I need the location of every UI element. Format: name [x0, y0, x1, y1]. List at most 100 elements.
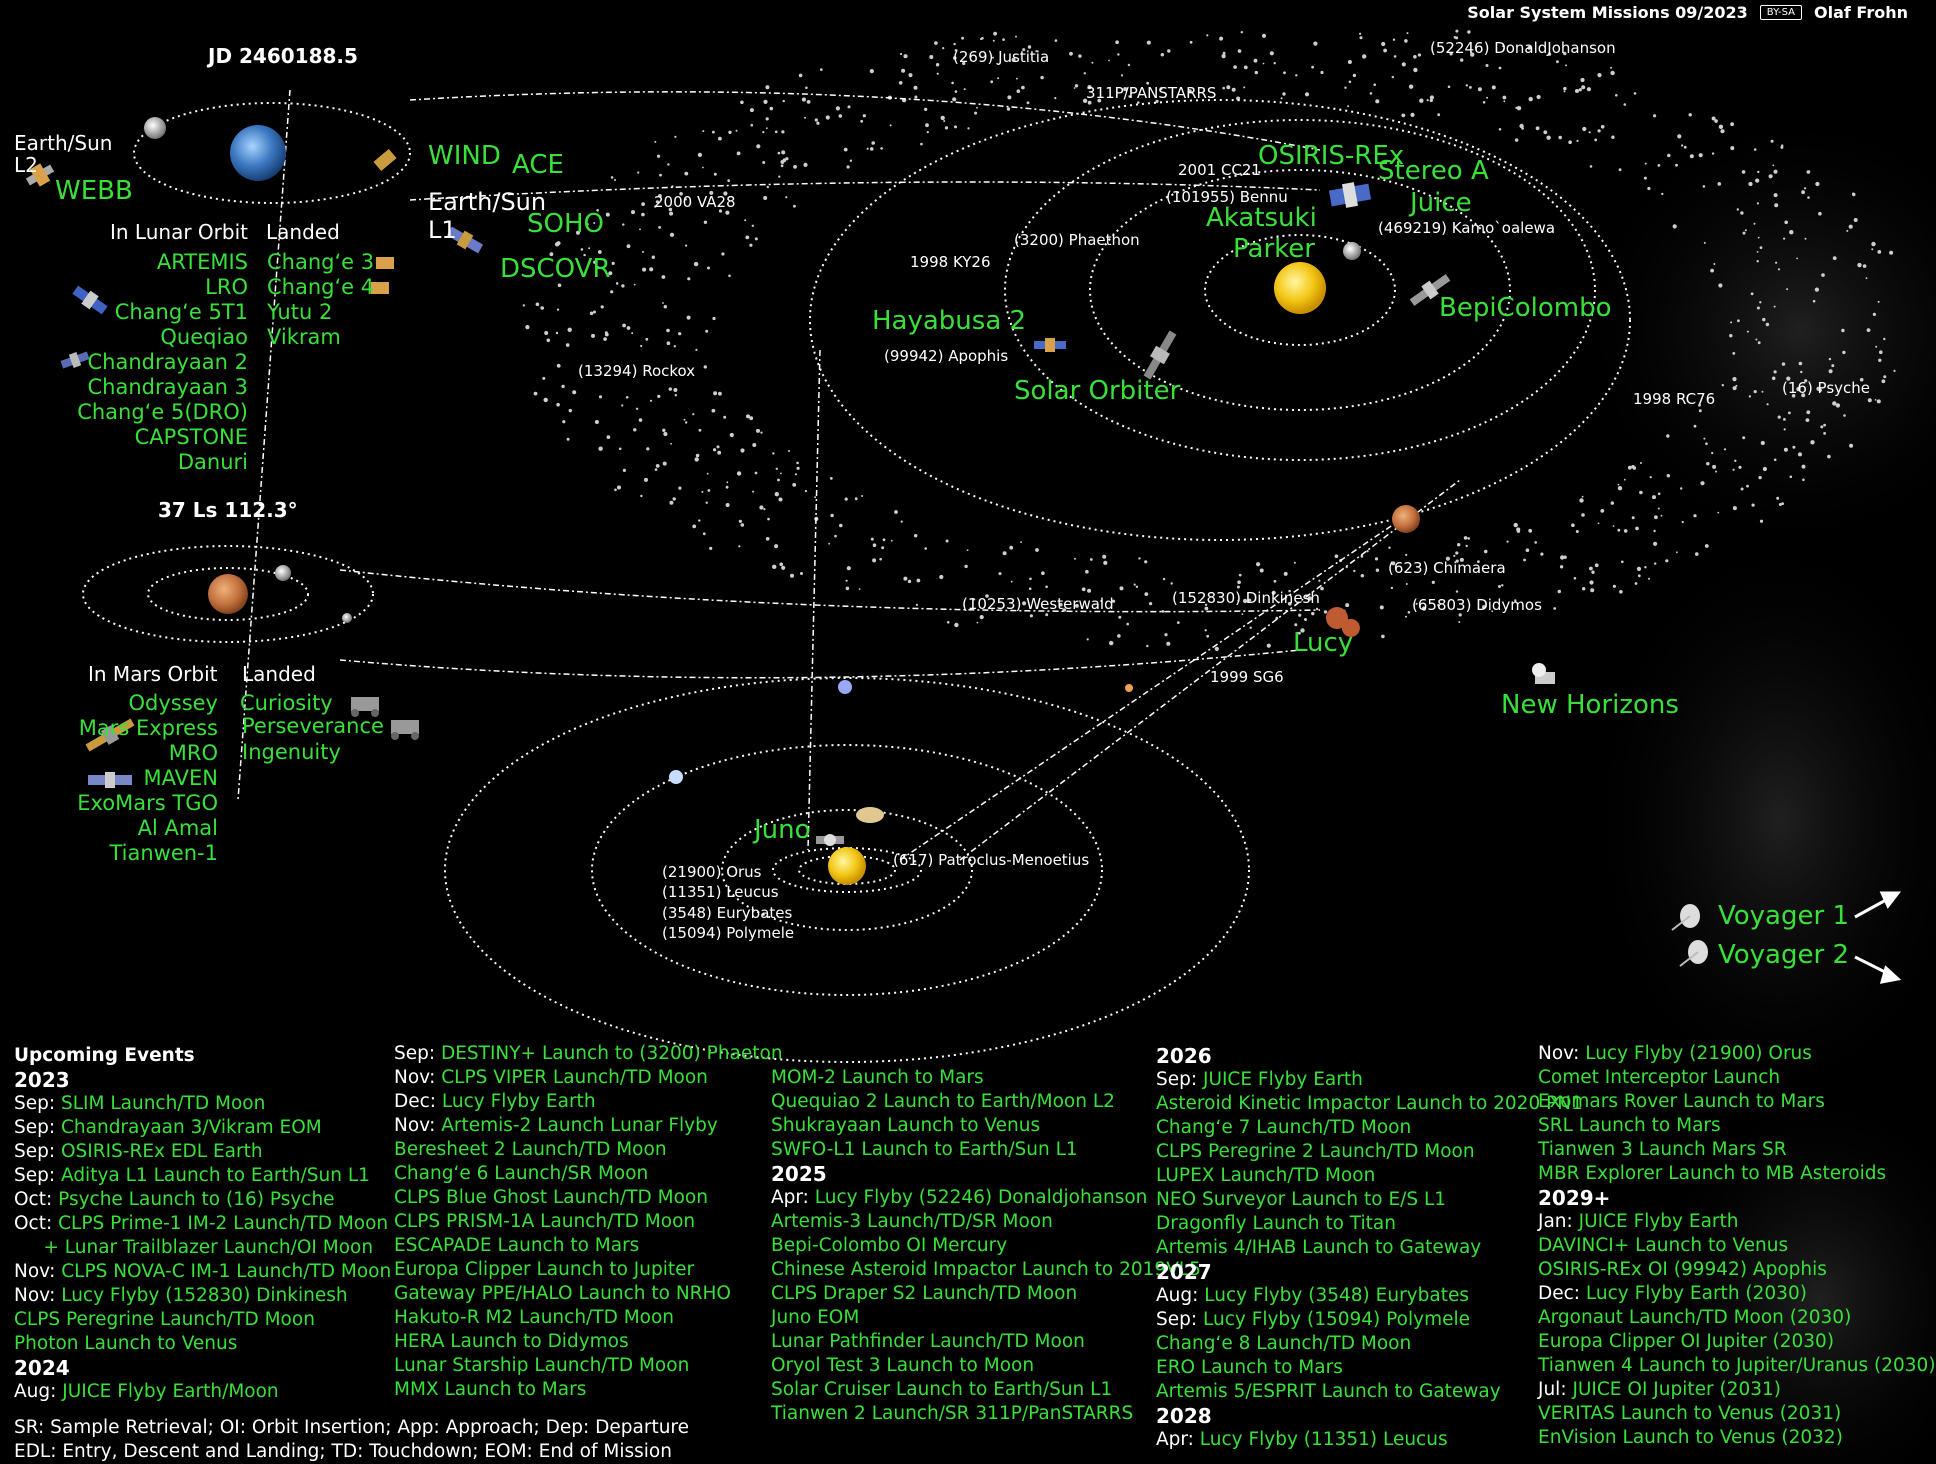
asteroid-dot — [692, 524, 697, 529]
asteroid-label: 1999 SG6 — [1210, 668, 1284, 686]
hayabusa-2-label: Hayabusa 2 — [872, 306, 1027, 336]
asteroid-dot — [1862, 264, 1867, 268]
asteroid-dot — [1636, 566, 1642, 572]
asteroid-dot — [1848, 224, 1853, 229]
asteroid-dot — [1206, 634, 1210, 638]
asteroid-dot — [1810, 440, 1815, 445]
asteroid-dot — [860, 119, 864, 123]
asteroid-dot — [1732, 468, 1735, 471]
asteroid-dot — [1653, 529, 1656, 533]
asteroid-dot — [556, 241, 561, 246]
asteroid-dot — [1463, 536, 1468, 540]
asteroid-dot — [684, 198, 687, 201]
asteroid-dot — [1243, 86, 1246, 89]
asteroid-dot — [1578, 88, 1582, 92]
asteroid-dot — [1783, 447, 1788, 452]
asteroid-dot — [1222, 51, 1226, 55]
asteroid-dot — [749, 243, 753, 247]
asteroid-dot — [1775, 261, 1778, 264]
earth-orbit — [1004, 119, 1596, 461]
event-line: Lunar Starship Launch/TD Moon — [394, 1354, 783, 1378]
event-text: Chang‘e 7 Launch/TD Moon — [1156, 1117, 1412, 1138]
asteroid-dot — [657, 394, 661, 398]
asteroid-dot — [1237, 599, 1240, 602]
asteroid-dot — [589, 311, 594, 316]
event-line: Sep: Lucy Flyby (15094) Polymele — [1156, 1308, 1583, 1332]
asteroid-dot — [1546, 135, 1551, 140]
asteroid-dot — [839, 523, 843, 528]
asteroid-dot — [533, 391, 538, 396]
asteroid-dot — [847, 105, 851, 109]
event-line: Sep: Chandrayaan 3/Vikram EOM — [14, 1116, 391, 1140]
asteroid-dot — [1022, 48, 1026, 52]
asteroid-dot — [1703, 437, 1706, 440]
map-header: Solar System Missions 09/2023 BY-SA Olaf… — [1467, 3, 1908, 22]
asteroid-dot — [814, 496, 817, 499]
asteroid-dot — [1857, 262, 1862, 268]
asteroid-dot — [1298, 631, 1301, 635]
asteroid-dot — [618, 447, 622, 451]
asteroid-dot — [966, 549, 969, 551]
asteroid-dot — [1437, 113, 1441, 117]
asteroid-dot — [1221, 54, 1226, 59]
event-line: OSIRIS-REx OI (99942) Apophis — [1538, 1258, 1936, 1282]
asteroid-dot — [1647, 186, 1651, 191]
asteroid-dot — [606, 435, 611, 439]
webb-craft-icon — [25, 163, 55, 187]
asteroid-dot — [603, 337, 607, 341]
asteroid-dot — [952, 97, 957, 102]
asteroid-dot — [1597, 129, 1601, 133]
asteroid-dot — [1689, 154, 1694, 159]
juice-label: Juice — [1410, 188, 1472, 218]
asteroid-dot — [825, 115, 830, 120]
asteroid-dot — [1879, 350, 1883, 355]
asteroid-dot — [1746, 330, 1749, 333]
asteroid-label: (52246) DonaldJohanson — [1430, 39, 1616, 57]
asteroid-dot — [614, 488, 617, 492]
event-text: Sep: — [14, 1093, 61, 1114]
chandrayaan-3-label: Chandrayaan 3 — [87, 375, 249, 399]
asteroid-dot — [1282, 92, 1286, 96]
asteroid-dot — [1761, 390, 1764, 393]
uranus-marker — [669, 770, 683, 784]
voyager-1-label: Voyager 1 — [1718, 901, 1849, 931]
asteroid-dot — [1777, 415, 1781, 419]
asteroid-dot — [1766, 403, 1769, 406]
event-text: Chang‘e 8 Launch/TD Moon — [1156, 1333, 1412, 1354]
asteroid-dot — [1723, 448, 1727, 451]
asteroid-dot — [870, 537, 874, 541]
asteroid-dot — [1791, 394, 1796, 398]
asteroid-dot — [640, 344, 643, 348]
asteroid-dot — [1871, 248, 1874, 251]
asteroid-dot — [976, 621, 979, 624]
asteroid-dot — [1757, 341, 1761, 345]
event-text: Apr: — [1156, 1429, 1200, 1450]
asteroid-dot — [646, 447, 650, 451]
asteroid-dot — [1108, 59, 1110, 62]
asteroid-dot — [1375, 568, 1380, 572]
wind-craft-icon — [373, 148, 397, 172]
asteroid-dot — [1588, 131, 1591, 134]
asteroid-dot — [1657, 492, 1661, 496]
panel-orbits — [82, 102, 411, 643]
asteroid-dot — [845, 586, 850, 591]
mars-orbit-heading: In Mars Orbit — [88, 662, 218, 686]
earth-globe — [230, 125, 286, 181]
asteroid-dot — [1486, 96, 1489, 99]
asteroid-dot — [655, 464, 660, 468]
asteroid-dot — [1786, 376, 1791, 381]
asteroid-dot — [723, 191, 728, 196]
tianwen-1-label: Tianwen-1 — [109, 841, 218, 865]
asteroid-dot — [1750, 292, 1754, 296]
event-text: Solar Cruiser Launch to Earth/Sun L1 — [771, 1379, 1113, 1400]
asteroid-dot — [1633, 92, 1637, 95]
asteroid-dot — [1160, 53, 1165, 57]
asteroid-dot — [1243, 65, 1248, 70]
asteroid-dot — [1170, 582, 1173, 585]
event-line: Dec: Lucy Flyby Earth (2030) — [1538, 1282, 1936, 1306]
asteroid-dot — [1846, 229, 1849, 232]
asteroid-dot — [1429, 98, 1433, 103]
change-4-label: Chang‘e 4 — [267, 275, 375, 299]
event-line: Dec: Lucy Flyby Earth — [394, 1090, 783, 1114]
